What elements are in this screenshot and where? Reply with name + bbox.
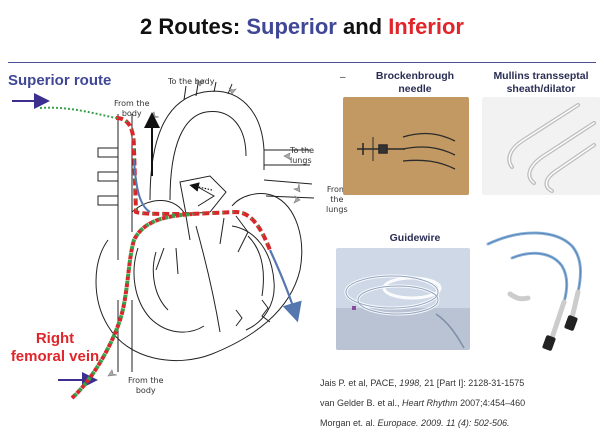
- reference-2-pre: van Gelder B. et al.,: [320, 398, 402, 408]
- mullins-label-2: sheath/dilator: [478, 83, 604, 96]
- label-from-body-top: From the body: [114, 99, 150, 119]
- title-middle: and: [337, 14, 388, 39]
- mullins-label: Mullins transseptal sheath/dilator: [478, 70, 604, 96]
- label-from-lungs-3: lungs: [326, 205, 348, 215]
- guidewire-label: Guidewire: [360, 232, 470, 245]
- slide-title: 2 Routes: Superior and Inferior: [0, 14, 604, 40]
- label-from-body-top-1: From the: [114, 99, 150, 109]
- brockenbrough-label: Brockenbrough needle: [360, 70, 470, 96]
- mullins-label-1: Mullins transseptal: [478, 70, 604, 83]
- label-to-lungs-2: lungs: [290, 156, 314, 166]
- label-to-lungs-1: To the: [290, 146, 314, 156]
- reference-2-italic: Heart Rhythm: [402, 398, 458, 408]
- label-from-body-bottom-1: From the: [128, 376, 164, 386]
- label-to-lungs: To the lungs: [290, 146, 314, 166]
- title-prefix: 2 Routes:: [140, 14, 246, 39]
- reference-2: van Gelder B. et al., Heart Rhythm 2007;…: [320, 398, 525, 408]
- panel-dash: –: [340, 72, 346, 83]
- sheath-guidewire-image: [482, 218, 600, 364]
- brockenbrough-label-2: needle: [360, 83, 470, 96]
- reference-1-italic: 1998,: [399, 378, 422, 388]
- brockenbrough-needle-image: [343, 97, 469, 195]
- title-superior: Superior: [246, 14, 336, 39]
- title-inferior: Inferior: [388, 14, 464, 39]
- flow-arrows: [108, 80, 300, 376]
- brockenbrough-label-1: Brockenbrough: [360, 70, 470, 83]
- label-from-body-top-2: body: [114, 109, 150, 119]
- reference-3-italic: Europace. 2009. 11 (4): 502-506.: [378, 418, 510, 428]
- reference-2-post: 2007;4:454–460: [458, 398, 526, 408]
- superior-catheter-approach: [40, 108, 116, 118]
- heart-diagram: [0, 64, 330, 410]
- label-from-body-bottom: From the body: [128, 376, 164, 396]
- reference-1: Jais P. et al, PACE, 1998, 21 [Part I]: …: [320, 378, 524, 388]
- label-from-lungs-2: the: [326, 195, 348, 205]
- mullins-sheath-image: [482, 97, 600, 195]
- label-to-body-top: To the body: [168, 77, 214, 87]
- label-from-body-bottom-2: body: [128, 386, 164, 396]
- reference-1-post: 21 [Part I]: 2128-31-1575: [422, 378, 525, 388]
- reference-3: Morgan et. al. Europace. 2009. 11 (4): 5…: [320, 418, 509, 428]
- reference-1-pre: Jais P. et al, PACE,: [320, 378, 399, 388]
- title-divider: [8, 62, 596, 63]
- guidewire-image: [336, 248, 470, 350]
- reference-3-pre: Morgan et. al.: [320, 418, 378, 428]
